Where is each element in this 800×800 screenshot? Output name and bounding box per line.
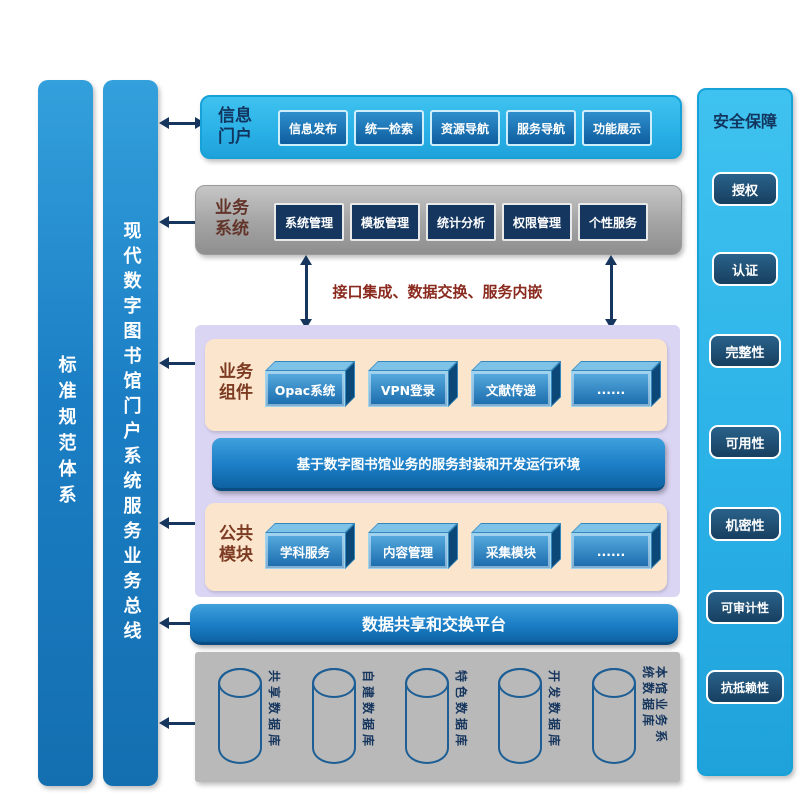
component-box-label: Opac系统 [265,371,345,407]
public-modules-panel: 公共模块 学科服务 内容管理 采集模块 ...... [205,503,667,591]
module-box-label: 采集模块 [471,533,551,569]
security-item: 抗抵赖性 [706,670,784,704]
module-box-label: ...... [571,533,651,569]
security-item: 可审计性 [706,590,784,624]
exchange-platform-bar: 数据共享和交换平台 [190,604,678,645]
box-top-face [368,523,458,533]
service-bus-bar: 现代数字图书馆门户系统服务业务总线 [103,80,158,786]
security-item: 可用性 [709,425,781,459]
box-top-face [571,361,661,371]
security-item: 完整性 [709,334,781,368]
standards-bar: 标准规范体系 [38,80,93,786]
box-side-face [448,361,458,407]
standards-bar-label: 标准规范体系 [55,355,77,511]
public-modules-title: 公共模块 [219,524,253,566]
datastore-panel: 共享数据库 自建数据库 特色数据库 开发数据库 本馆业务系统数据库 [195,652,680,782]
info-portal-panel: 信息门户 信息发布 统一检索 资源导航 服务导航 功能展示 [200,95,682,159]
bus-connector-arrow [159,517,205,529]
security-panel: 安全保障 授权 认证 完整性 可用性 机密性 可审计性 抗抵赖性 [697,88,793,776]
info-portal-title: 信息门户 [218,106,252,148]
box-side-face [551,361,561,407]
database-label: 特色数据库 [454,670,468,751]
module-box-label: 内容管理 [368,533,448,569]
business-system-button: 权限管理 [502,203,572,241]
box-side-face [345,361,355,407]
bus-connector-arrow [159,717,205,729]
business-system-panel: 业务系统 系统管理 模板管理 统计分析 权限管理 个性服务 [195,185,682,255]
info-portal-button: 服务导航 [506,110,576,146]
box-top-face [265,523,355,533]
security-item: 认证 [712,252,778,286]
security-item: 授权 [712,172,778,206]
database-label: 本馆业务系统数据库 [640,666,668,747]
box-top-face [265,361,355,371]
business-system-button: 模板管理 [350,203,420,241]
component-box-label: VPN登录 [368,371,448,407]
business-system-button: 系统管理 [274,203,344,241]
integration-caption: 接口集成、数据交换、服务内嵌 [332,283,543,301]
integration-arrow [605,255,617,329]
box-top-face [471,523,561,533]
bus-connector-arrow [159,216,205,228]
database-cylinder [498,668,542,764]
info-portal-button: 功能展示 [582,110,652,146]
bus-connector-arrow [159,357,205,369]
module-box: ...... [571,523,663,569]
service-env-bar: 基于数字图书馆业务的服务封装和开发运行环境 [212,438,665,491]
database-label: 自建数据库 [361,670,375,751]
business-system-title: 业务系统 [215,198,249,240]
module-box-label: 学科服务 [265,533,345,569]
component-box: Opac系统 [265,361,357,407]
security-title: 安全保障 [712,112,777,131]
module-box: 内容管理 [368,523,460,569]
bus-connector-arrow [159,117,205,129]
box-side-face [651,361,661,407]
component-box-label: ...... [571,371,651,407]
component-box-label: 文献传递 [471,371,551,407]
components-panel: 业务组件 Opac系统 VPN登录 文献传递 ...... [205,339,667,431]
integration-arrow [300,255,312,329]
module-box: 采集模块 [471,523,563,569]
database-label: 开发数据库 [547,670,561,751]
box-side-face [551,523,561,569]
box-top-face [471,361,561,371]
database-cylinder [218,668,262,764]
middleware-panel: 业务组件 Opac系统 VPN登录 文献传递 ...... [195,325,680,597]
info-portal-button: 信息发布 [278,110,348,146]
info-portal-button: 统一检索 [354,110,424,146]
bus-connector-arrow [159,617,201,629]
business-system-button: 个性服务 [578,203,648,241]
box-top-face [368,361,458,371]
database-label: 共享数据库 [267,670,281,751]
info-portal-button: 资源导航 [430,110,500,146]
module-box: 学科服务 [265,523,357,569]
business-system-button: 统计分析 [426,203,496,241]
database-cylinder [592,668,636,764]
box-side-face [448,523,458,569]
database-cylinder [405,668,449,764]
box-side-face [345,523,355,569]
service-bus-bar-label: 现代数字图书馆门户系统服务业务总线 [120,220,142,646]
component-box: ...... [571,361,663,407]
box-side-face [651,523,661,569]
components-title: 业务组件 [219,362,253,404]
component-box: 文献传递 [471,361,563,407]
component-box: VPN登录 [368,361,460,407]
database-cylinder [312,668,356,764]
security-item: 机密性 [709,507,781,541]
box-top-face [571,523,661,533]
